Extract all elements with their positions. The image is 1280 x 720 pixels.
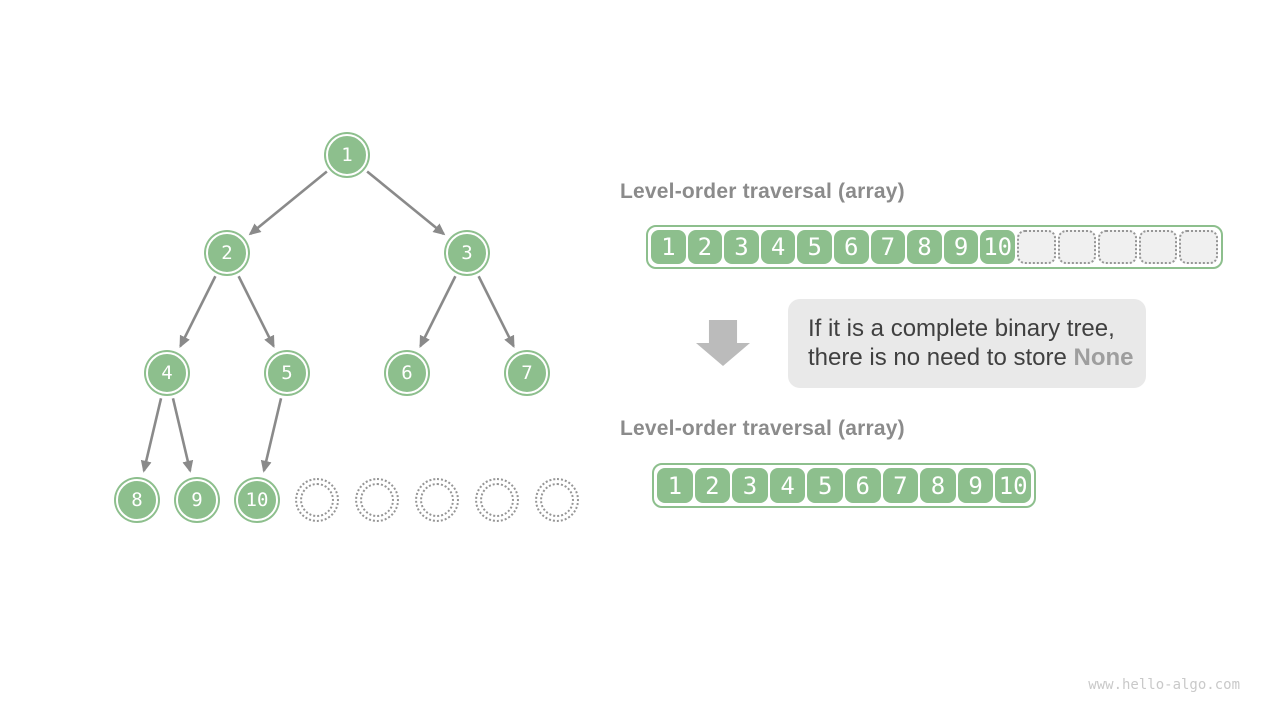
tree-empty-node-inner-ring	[300, 483, 334, 517]
tree-empty-node-inner-ring	[480, 483, 514, 517]
callout-highlight-none: None	[1073, 344, 1134, 371]
tree-node-6: 6	[386, 352, 428, 394]
array-top-cell-2: 2	[687, 230, 723, 264]
array-top-cell-3: 3	[724, 230, 759, 264]
array-top-empty-cell	[1179, 230, 1218, 264]
array-top-empty-cell	[1138, 230, 1178, 264]
tree-empty-node-placeholder	[535, 478, 579, 522]
array-top-cell-7: 7	[870, 230, 906, 264]
array-top-cell-1: 1	[651, 230, 686, 264]
callout-line-1: If it is a complete binary tree,	[808, 315, 1115, 342]
array-top-empty-cell	[1016, 230, 1056, 264]
array-top-cell-9: 9	[943, 230, 979, 264]
array-top-cell-10: 10	[980, 230, 1015, 264]
array-top-cell-4: 4	[760, 230, 796, 264]
array-bottom-cell-7: 7	[882, 468, 919, 503]
array-top-cell-6: 6	[833, 230, 869, 264]
array-bottom-cell-5: 5	[807, 468, 843, 503]
tree-node-9: 9	[176, 479, 218, 521]
callout-note: If it is a complete binary tree, there i…	[788, 299, 1146, 388]
array-top-heading: Level-order traversal (array)	[620, 180, 905, 203]
tree-empty-node-placeholder	[355, 478, 399, 522]
array-bottom-cell-10: 10	[995, 468, 1031, 503]
tree-node-7: 7	[506, 352, 548, 394]
tree-empty-node-placeholder	[295, 478, 339, 522]
array-top-empty-cell	[1098, 230, 1137, 264]
array-top-cell-8: 8	[907, 230, 942, 264]
array-bottom-cell-1: 1	[657, 468, 693, 503]
tree-node-1: 1	[326, 134, 368, 176]
callout-line-2: there is no need to store None	[808, 344, 1134, 371]
array-bottom-cell-3: 3	[732, 468, 768, 503]
array-bottom-cell-4: 4	[769, 468, 806, 503]
array-top-cell-5: 5	[797, 230, 832, 264]
tree-node-8: 8	[116, 479, 158, 521]
array-top-empty-cell	[1057, 230, 1097, 264]
tree-node-10: 10	[236, 479, 278, 521]
tree-empty-node-inner-ring	[540, 483, 574, 517]
tree-empty-node-inner-ring	[420, 483, 454, 517]
tree-node-5: 5	[266, 352, 308, 394]
tree-node-2: 2	[206, 232, 248, 274]
watermark: www.hello-algo.com	[1088, 677, 1240, 693]
array-bottom-cell-9: 9	[957, 468, 994, 503]
tree-empty-node-inner-ring	[360, 483, 394, 517]
tree-node-4: 4	[146, 352, 188, 394]
array-bottom-cell-6: 6	[844, 468, 881, 503]
tree-empty-node-placeholder	[415, 478, 459, 522]
array-bottom-cell-8: 8	[920, 468, 956, 503]
array-bottom-heading: Level-order traversal (array)	[620, 417, 905, 440]
tree-empty-node-placeholder	[475, 478, 519, 522]
array-bottom-cell-2: 2	[694, 468, 731, 503]
tree-node-3: 3	[446, 232, 488, 274]
